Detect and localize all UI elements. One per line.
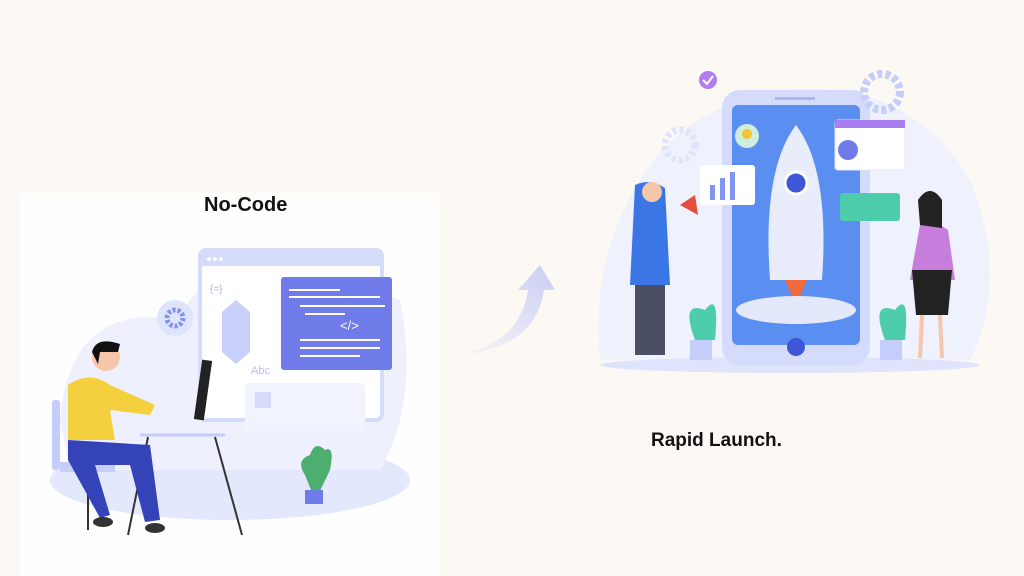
rocket-icon — [768, 125, 824, 280]
abc-text: Abc — [251, 365, 270, 377]
no-code-illustration: {=} Abc </> — [50, 248, 410, 536]
gear-icon — [860, 70, 904, 114]
megaphone-icon — [680, 195, 698, 215]
gear-bubble — [157, 300, 193, 336]
check-icon — [699, 71, 717, 89]
plant-left — [689, 304, 717, 340]
chair — [52, 400, 60, 470]
gear-icon — [164, 307, 186, 329]
monitor — [193, 359, 213, 421]
home-button — [787, 338, 805, 356]
arrow-icon — [455, 265, 555, 355]
bar-chart-card — [700, 165, 755, 205]
code-tag-icon: </> — [340, 318, 359, 333]
braces-icon: {=} — [210, 284, 223, 295]
man-figure — [630, 182, 670, 285]
plant-right — [879, 304, 907, 340]
content-card — [245, 383, 365, 431]
pie-chart-icon — [838, 140, 858, 160]
rapid-launch-illustration — [598, 70, 990, 373]
rapid-launch-label: Rapid Launch. — [651, 430, 782, 451]
crystal-icon — [222, 300, 250, 364]
person-pants — [68, 440, 160, 522]
image-card — [840, 193, 900, 221]
plant-icon — [301, 446, 332, 495]
person-shirt — [68, 377, 155, 440]
code-editor — [281, 277, 392, 370]
gear-icon-small — [661, 126, 699, 164]
woman-figure — [910, 223, 955, 280]
no-code-label: No-Code — [204, 194, 288, 216]
